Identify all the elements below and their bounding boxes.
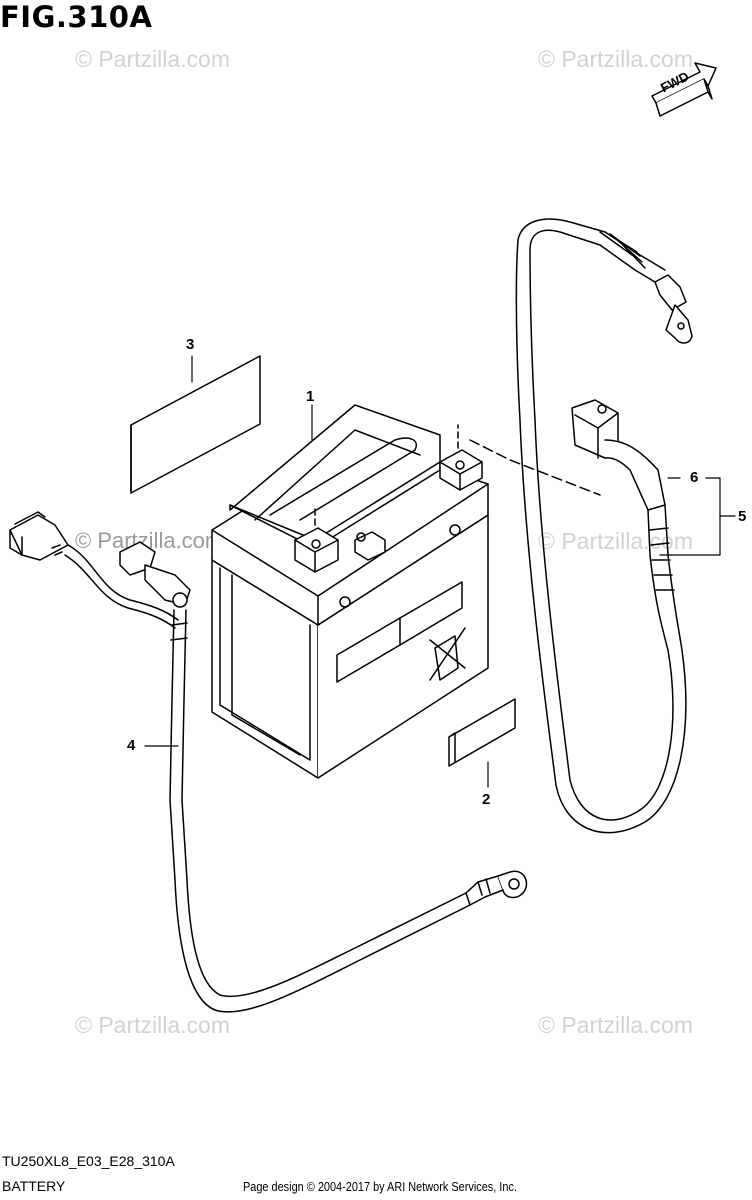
fwd-arrow-icon [651,62,717,117]
positive-cable-part [515,218,693,834]
crossed-bin-icon [429,627,466,681]
watermark: © Partzilla.com [75,46,230,72]
negative-cable-part [9,511,528,1013]
leader-lines [144,355,736,788]
figure-code: TU250XL8_E03_E28_310A [2,1153,175,1169]
figure-name: BATTERY [2,1178,66,1194]
callout-2: 2 [482,791,491,808]
figure-title: FIG.310A [0,0,153,34]
callout-3: 3 [186,336,195,353]
callout-1: 1 [306,388,315,405]
fuse-connector-icon [119,541,191,608]
small-label-part [448,698,516,767]
battery-part [211,404,601,779]
callout-6: 6 [690,469,699,486]
watermark: © Partzilla.com [75,1012,230,1038]
callout-4: 4 [127,737,136,754]
callout-5: 5 [738,508,747,525]
footer-copyright: Page design © 2004-2017 by ARI Network S… [243,1179,517,1194]
watermark: © Partzilla.com [538,46,693,72]
label-sheet-part [130,355,261,494]
watermark: © Partzilla.com [538,1012,693,1038]
